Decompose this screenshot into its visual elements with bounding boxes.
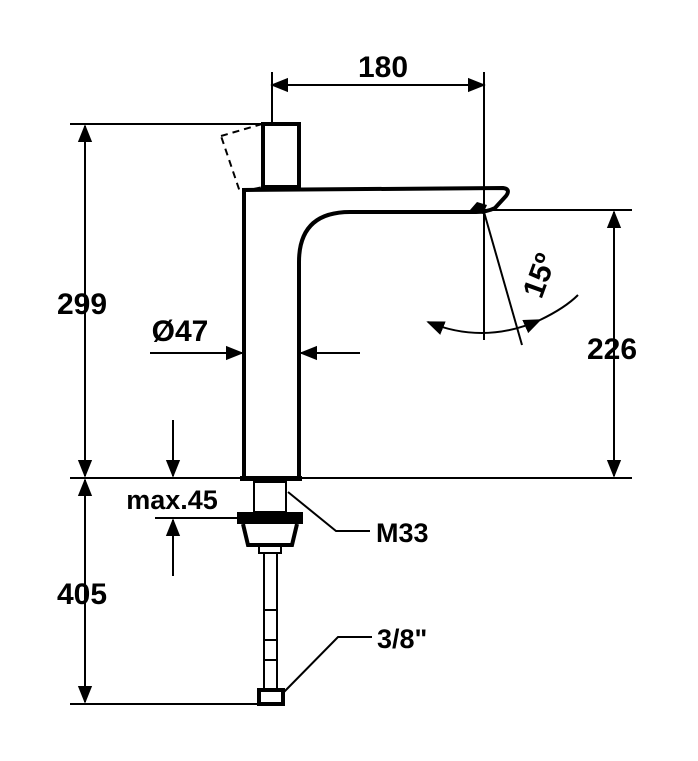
lever-handle [261,122,301,189]
hose-connector [257,688,285,706]
lever-handle-tilted [219,122,265,194]
swivel-line [483,211,523,346]
diameter-label: Ø47 [152,315,209,348]
threaded-shank [253,481,287,513]
connection-leader [282,636,372,694]
mounting-nut [237,512,303,524]
faucet-body [219,122,510,481]
height-dimension-label: 299 [57,288,107,321]
deck-thickness-label: max.45 [126,485,218,515]
swivel-arc-left [426,319,542,335]
connection-label: 3/8" [377,624,427,654]
swivel-arc-right [539,294,579,321]
reach-dimension-label: 180 [358,51,408,84]
swivel-angle-label: 15º [517,249,563,302]
shank-end [258,544,282,554]
hose-dimension-label: 405 [57,578,107,611]
mounting-assembly [237,481,303,706]
thread-label: M33 [376,518,429,548]
mounting-washer [241,523,299,547]
spout-height-dimension-label: 226 [587,333,637,366]
thread-leader [287,491,370,532]
